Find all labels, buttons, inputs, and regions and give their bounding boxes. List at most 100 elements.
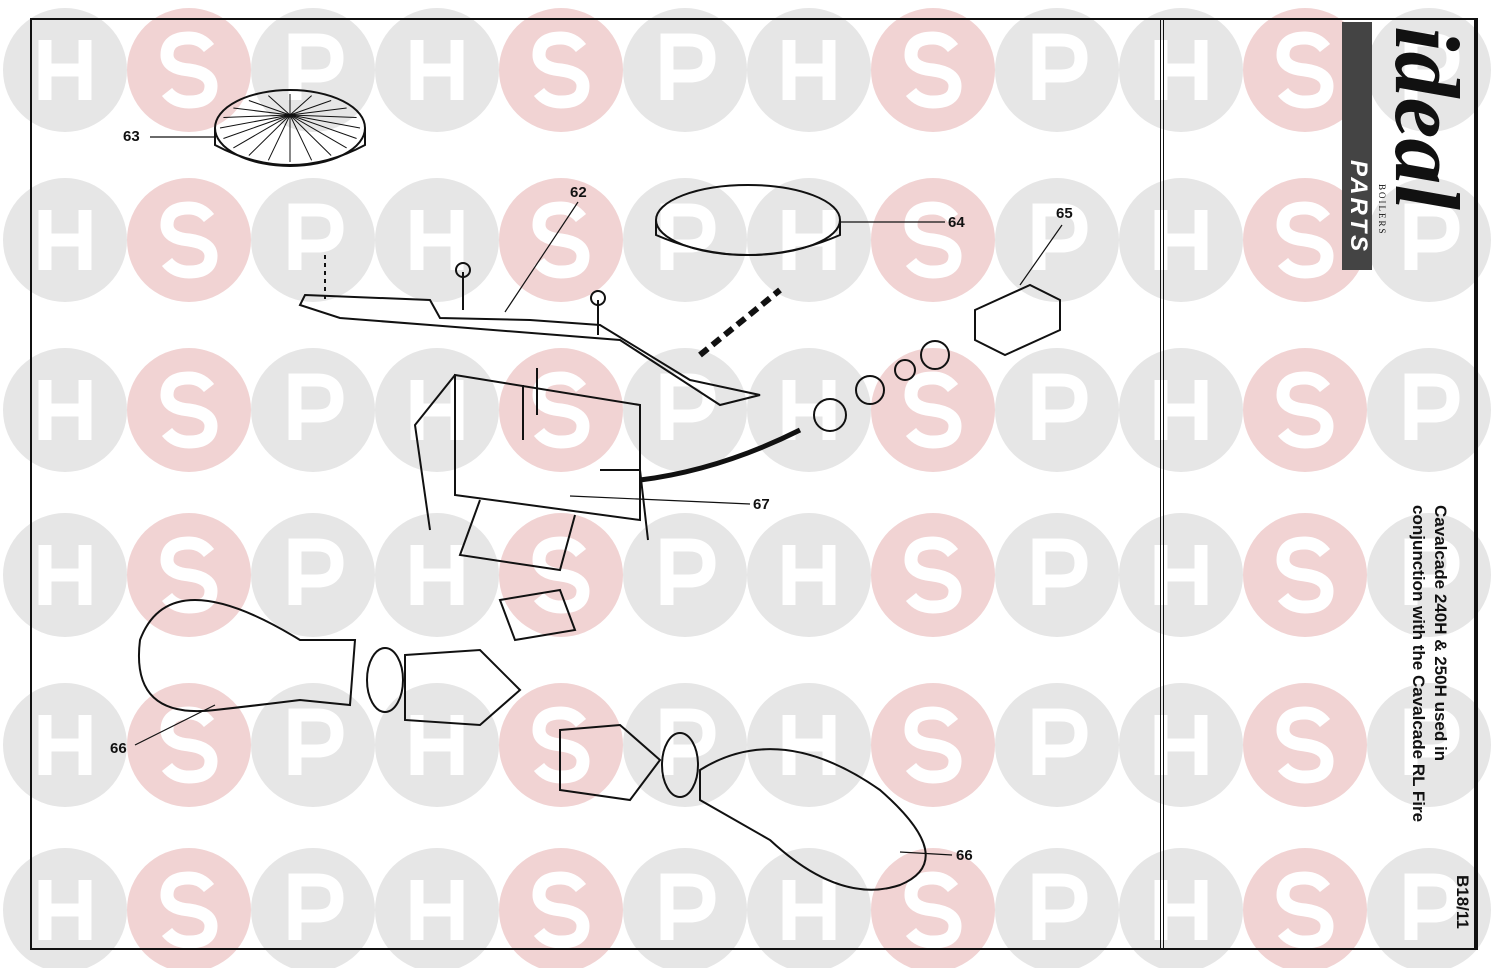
watermark-letter-s-icon <box>532 536 590 614</box>
watermark-letter-p-icon <box>660 538 716 605</box>
watermark-letter-h-icon <box>782 40 836 100</box>
fan-spoke <box>223 114 291 139</box>
drawing-code: B18/11 <box>1453 875 1472 929</box>
watermark-letter-p-icon <box>1032 373 1088 440</box>
watermark-circle <box>623 848 747 968</box>
watermark-letter-p-icon <box>660 203 716 270</box>
watermark-letter-p-icon <box>1404 33 1460 100</box>
watermark-circle <box>251 848 375 968</box>
part-label-65[interactable]: 65 <box>1056 205 1073 222</box>
fan-spoke <box>289 114 357 118</box>
watermark-letter-p-icon <box>1032 203 1088 270</box>
watermark-letter-h-icon <box>38 545 92 605</box>
fan-spoke <box>219 114 291 129</box>
part-label-67[interactable]: 67 <box>753 496 770 513</box>
watermark-letter-h-icon <box>38 210 92 270</box>
title-line-1: Cavalcade 240H & 250H used in <box>1431 505 1450 762</box>
watermark-letter-p-icon <box>660 33 716 100</box>
part-label-63[interactable]: 63 <box>123 128 140 145</box>
watermark-letter-p-icon <box>288 33 344 100</box>
logo-ideal: ideal <box>1376 26 1478 210</box>
fan-spoke <box>267 114 291 161</box>
watermark-letter-p-icon <box>288 873 344 940</box>
watermark-letter-h-icon <box>38 40 92 100</box>
diagram-frame <box>30 18 1476 950</box>
watermark-letter-s-icon <box>1276 201 1334 279</box>
watermark-letter-s-icon <box>160 706 218 784</box>
watermark-circle <box>1367 848 1491 968</box>
part-65-valve <box>813 283 1061 432</box>
watermark-letter-s-icon <box>904 201 962 279</box>
fan-spoke <box>248 100 291 116</box>
fan-spoke <box>223 114 291 118</box>
watermark-letter-p-icon <box>1404 373 1460 440</box>
title-line-2: conjunction with the Cavalcade RL Fire <box>1409 505 1428 823</box>
part-label-64[interactable]: 64 <box>948 214 965 231</box>
part-label-66-right[interactable]: 66 <box>956 847 973 864</box>
watermark-letter-s-icon <box>1276 871 1334 949</box>
watermark-letter-h-icon <box>38 380 92 440</box>
fan-spoke <box>268 95 291 116</box>
watermark-letter-s-icon <box>532 31 590 109</box>
part-64-fan-disc <box>655 184 841 358</box>
watermark-letter-p-icon <box>1032 33 1088 100</box>
fan-spoke <box>289 107 347 116</box>
leader-lines <box>134 136 1063 856</box>
watermark-letter-p-icon <box>288 538 344 605</box>
watermark-letter-h-icon <box>410 40 464 100</box>
watermark-letter-s-icon <box>532 871 590 949</box>
part-63-fan-disc <box>214 89 366 167</box>
watermark-letter-h-icon <box>782 715 836 775</box>
watermark-letter-h-icon <box>410 715 464 775</box>
part-66-bulb-left <box>138 599 522 727</box>
watermark-letter-p-icon <box>1404 538 1460 605</box>
watermark-letter-s-icon <box>532 371 590 449</box>
watermark-letter-p-icon <box>660 708 716 775</box>
watermark-letter-s-icon <box>1276 371 1334 449</box>
part-66-bulb-right <box>498 588 927 891</box>
part-label-62[interactable]: 62 <box>570 184 587 201</box>
watermark-circle <box>995 848 1119 968</box>
fan-spoke <box>233 107 291 116</box>
watermark-letter-p-icon <box>1404 873 1460 940</box>
watermark-letter-p-icon <box>288 203 344 270</box>
fan-spoke <box>289 100 332 116</box>
watermark-letter-s-icon <box>904 371 962 449</box>
watermark-letter-h-icon <box>782 545 836 605</box>
watermark-letter-s-icon <box>160 371 218 449</box>
watermark-letter-s-icon <box>532 201 590 279</box>
watermark-letter-p-icon <box>1032 873 1088 940</box>
fan-spoke <box>289 114 357 139</box>
watermark-letter-s-icon <box>904 706 962 784</box>
logo-boilers: BOILERS <box>1377 184 1387 236</box>
watermark-letter-s-icon <box>160 201 218 279</box>
part-62-bracket <box>298 255 761 407</box>
watermark-letter-s-icon <box>904 536 962 614</box>
watermark-letter-s-icon <box>1276 536 1334 614</box>
watermark-letter-p-icon <box>1032 538 1088 605</box>
part-label-66-left[interactable]: 66 <box>110 740 127 757</box>
watermark-letter-s-icon <box>160 536 218 614</box>
watermark-letter-h-icon <box>410 545 464 605</box>
fan-spoke <box>248 114 291 156</box>
watermark-letter-s-icon <box>160 31 218 109</box>
watermark-letter-s-icon <box>904 31 962 109</box>
watermark-letter-s-icon <box>904 871 962 949</box>
logo-bar <box>1342 22 1372 270</box>
fan-spoke <box>289 114 347 149</box>
watermark-letter-s-icon <box>160 871 218 949</box>
watermark-letter-s-icon <box>1276 706 1334 784</box>
fan-spoke <box>233 114 291 149</box>
watermark-letter-h-icon <box>782 880 836 940</box>
title-panel-frame <box>1160 18 1478 950</box>
watermark-letter-s-icon <box>1276 31 1334 109</box>
watermark-letter-h-icon <box>38 880 92 940</box>
watermark-letter-h-icon <box>38 715 92 775</box>
part-67-mounting-plate <box>413 368 802 572</box>
fan-spoke <box>289 95 312 116</box>
logo-parts-text: PARTS <box>1345 160 1372 255</box>
watermark-letter-p-icon <box>288 373 344 440</box>
watermark-letter-p-icon <box>1032 708 1088 775</box>
